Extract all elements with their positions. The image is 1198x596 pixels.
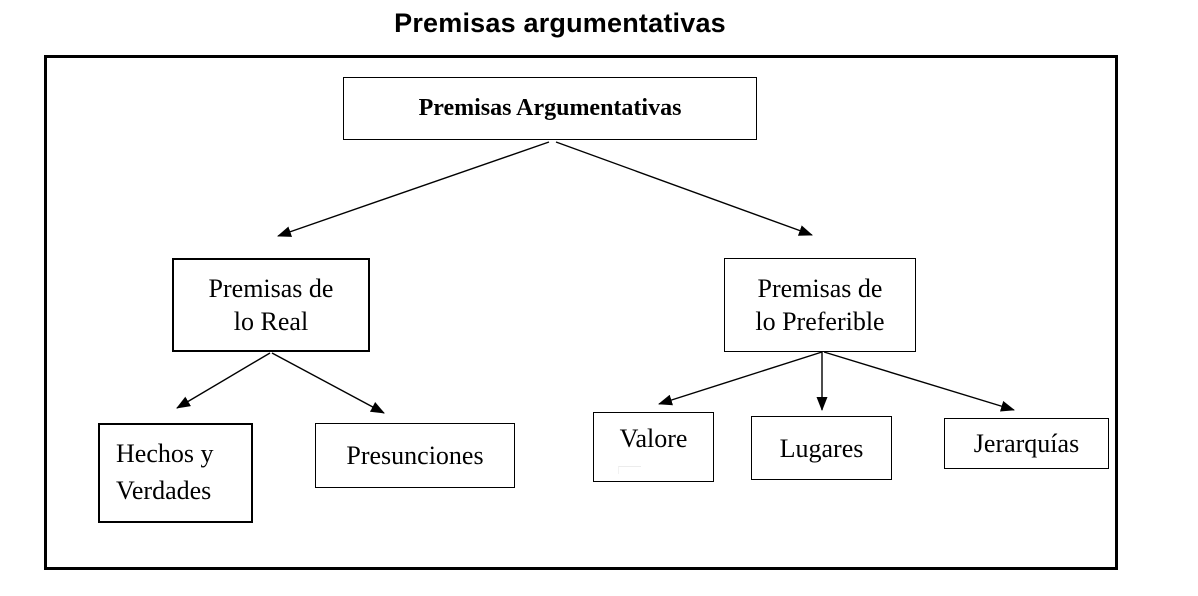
node-presunciones: Presunciones	[315, 423, 515, 488]
node-lugares: Lugares	[751, 416, 892, 480]
node-premisas-de-lo-preferible: Premisas de lo Preferible	[724, 258, 916, 352]
node-jerarquias: Jerarquías	[944, 418, 1109, 469]
node-premisas-de-lo-real: Premisas de lo Real	[172, 258, 370, 352]
node-premisas-argumentativas: Premisas Argumentativas	[343, 77, 757, 140]
diagram-frame	[44, 55, 1118, 570]
faint-print-artifact	[618, 466, 641, 474]
page-title: Premisas argumentativas	[394, 8, 726, 38]
node-valore: Valore	[593, 412, 714, 482]
node-hechos-y-verdades: Hechos y Verdades	[98, 423, 253, 523]
